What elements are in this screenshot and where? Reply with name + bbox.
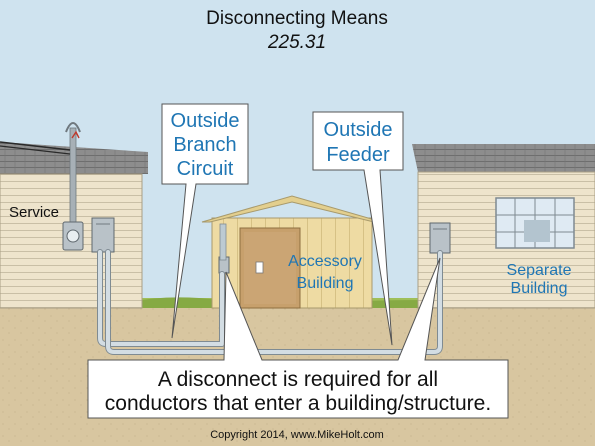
separate-building [412, 144, 595, 309]
separate-label-line1: Separate [507, 262, 572, 279]
separate-label-line2: Building [511, 280, 568, 297]
disconnect-note: A disconnect is required for all conduct… [87, 257, 509, 419]
note-line1: A disconnect is required for all [158, 368, 438, 391]
service-building [0, 122, 148, 309]
accessory-building [201, 195, 383, 309]
conduit-runs [97, 249, 443, 355]
callout-branch-line2: Branch [173, 134, 236, 156]
callout-feeder: Outside Feeder [312, 111, 404, 346]
callout-branch-line1: Outside [171, 110, 240, 132]
service-label: Service [9, 204, 59, 221]
callout-branch-circuit: Outside Branch Circuit [161, 103, 249, 339]
accessory-label-line2: Building [297, 275, 354, 292]
accessory-label-line1: Accessory [288, 253, 362, 270]
callout-branch-line3: Circuit [177, 158, 234, 180]
copyright: Copyright 2014, www.MikeHolt.com [210, 429, 384, 441]
page-title: Disconnecting Means [206, 8, 388, 29]
separate-building-panel-icon [429, 222, 451, 254]
code-reference: 225.31 [267, 32, 326, 53]
service-panel-icon [91, 217, 115, 253]
callout-feeder-line1: Outside [324, 119, 393, 141]
callout-feeder-line2: Feeder [326, 144, 390, 166]
note-line2: conductors that enter a building/structu… [105, 392, 491, 415]
